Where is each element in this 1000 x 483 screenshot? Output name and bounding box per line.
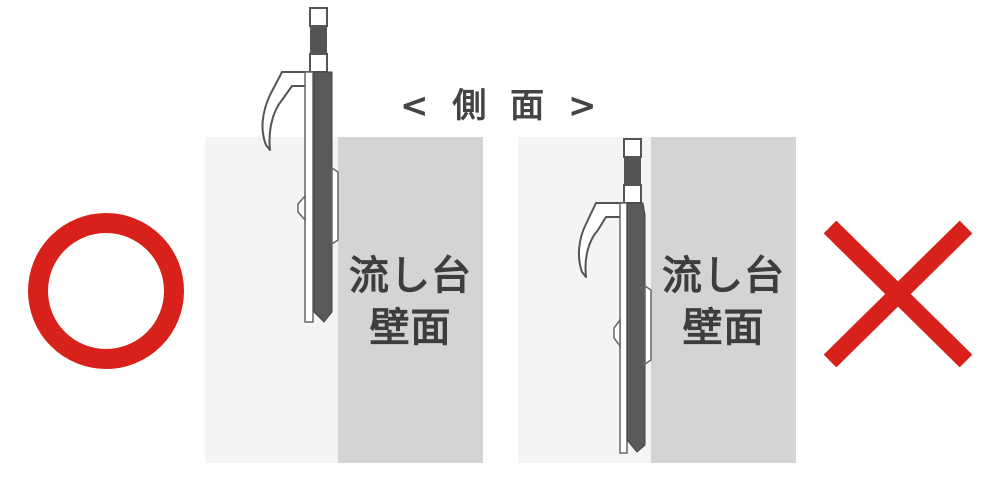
surface-label-correct: 流し台 壁面	[338, 250, 483, 354]
page-title: < 側 面 >	[400, 86, 603, 126]
hook-incorrect	[577, 138, 652, 454]
surface-label-line1: 流し台	[349, 253, 472, 299]
surface-label-line2: 壁面	[369, 305, 452, 351]
surface-label-line2: 壁面	[682, 305, 765, 351]
panel-correct	[205, 7, 483, 463]
surface-label-incorrect: 流し台 壁面	[651, 250, 796, 354]
panel-correct-sink-wall	[338, 137, 483, 463]
hook-correct	[261, 7, 339, 323]
correct-circle-mark	[28, 213, 184, 369]
surface-label-line1: 流し台	[662, 253, 785, 299]
incorrect-cross-mark	[823, 220, 973, 368]
panel-incorrect-sink-wall	[651, 137, 796, 463]
panel-incorrect	[518, 137, 796, 463]
